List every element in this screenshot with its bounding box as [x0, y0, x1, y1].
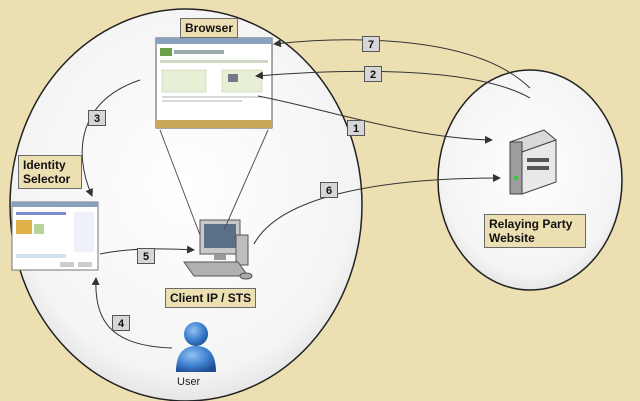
step-badge-5: 5 — [137, 248, 155, 264]
arrow-step-4 — [91, 277, 173, 349]
client-label: Client IP / STS — [165, 288, 257, 308]
arrow-step-3 — [81, 79, 141, 197]
step-badge-1: 1 — [347, 120, 365, 136]
identity-selector-label: Identity Selector — [18, 155, 82, 189]
arrow-step-1 — [257, 95, 493, 144]
step-badge-2: 2 — [364, 66, 382, 82]
step-badge-3: 3 — [88, 110, 106, 126]
user-figure — [176, 322, 216, 372]
relaying-party-label: Relaying Party Website — [484, 214, 586, 248]
browser-window-thumbnail — [155, 37, 273, 129]
arrow-step-6 — [253, 174, 501, 245]
server-tower — [509, 129, 557, 195]
step-badge-6: 6 — [320, 182, 338, 198]
browser-label: Browser — [180, 18, 239, 38]
step-badge-4: 4 — [112, 315, 130, 331]
arrow-step-2 — [255, 70, 531, 99]
user-label: User — [177, 376, 201, 388]
arrow-step-7 — [273, 39, 531, 89]
browser-to-client-line-right — [223, 129, 269, 231]
identity-selector-thumbnail — [11, 201, 99, 271]
browser-to-client-line-left — [159, 129, 201, 236]
client-computer — [183, 219, 253, 280]
step-badge-7: 7 — [362, 36, 380, 52]
